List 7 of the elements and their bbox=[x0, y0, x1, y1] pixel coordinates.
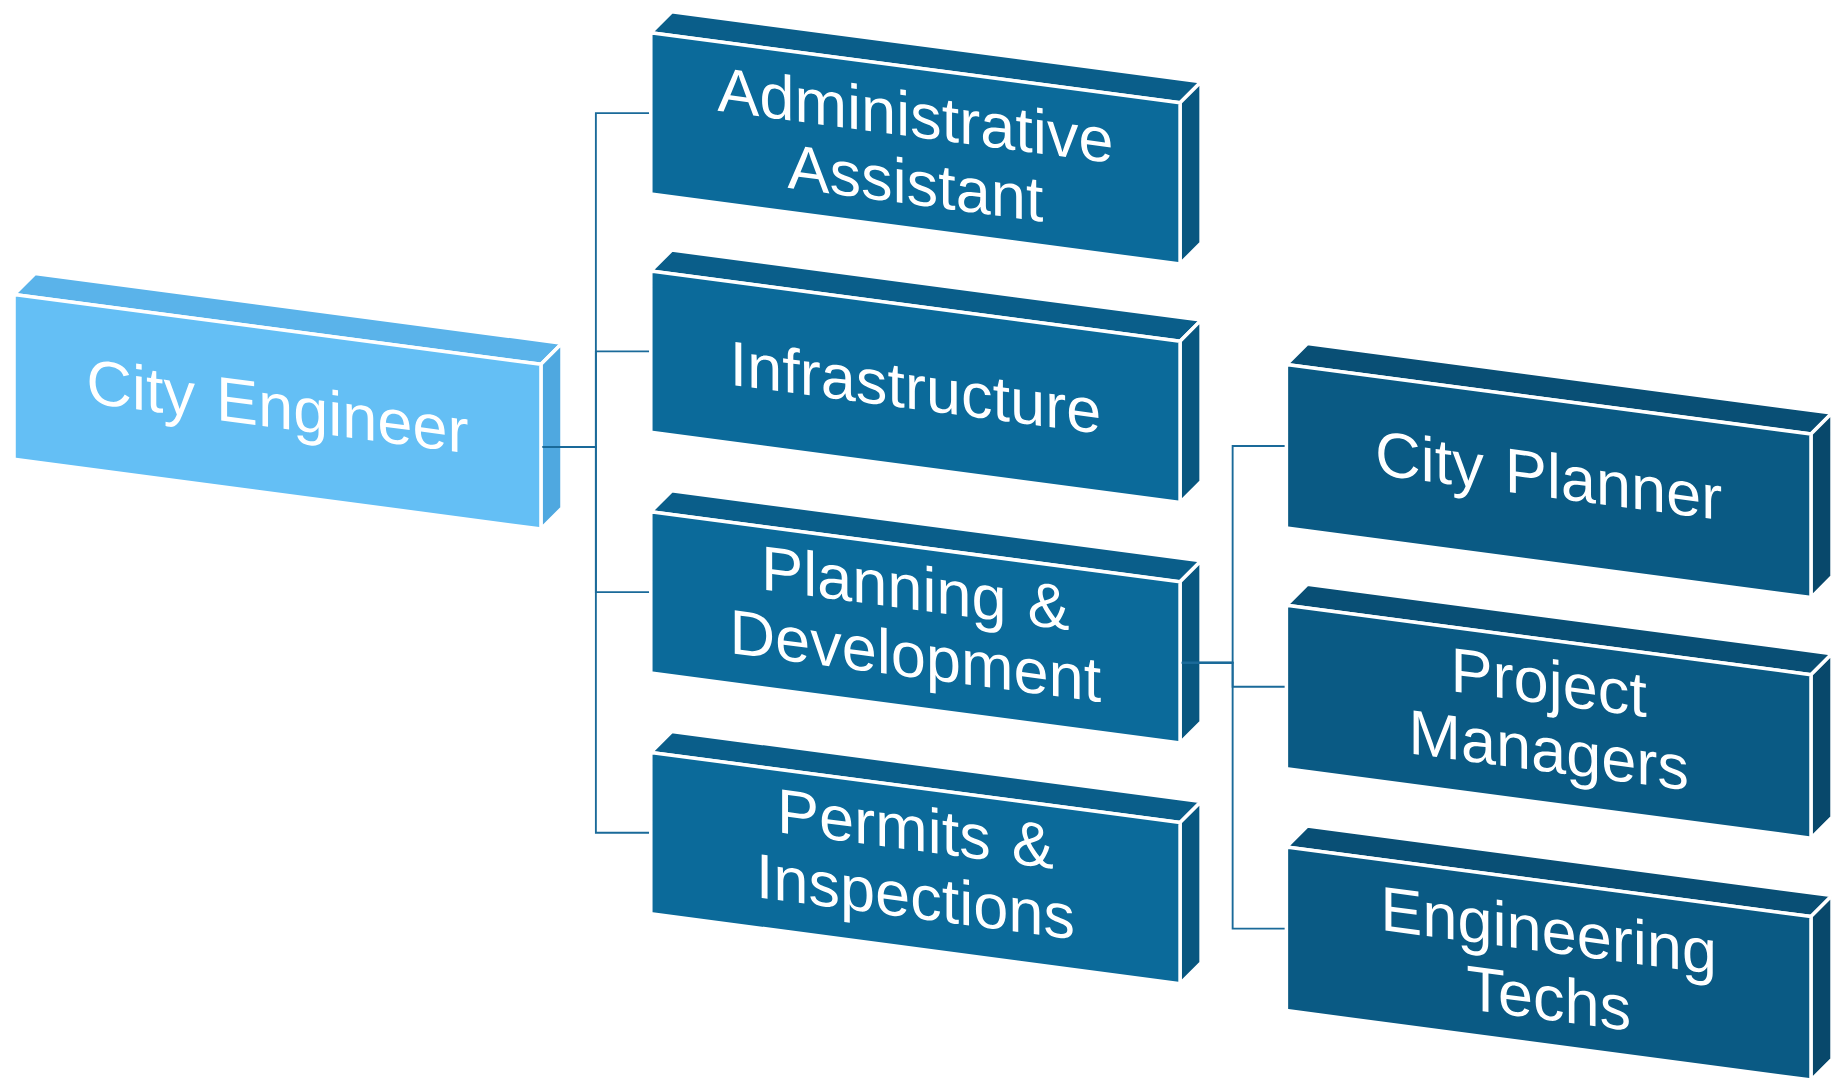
connector-line bbox=[1180, 661, 1286, 930]
org-box: Project Managers bbox=[1284, 582, 1832, 841]
org-box: Permits & Inspections bbox=[649, 729, 1203, 986]
org-box: City Engineer bbox=[12, 271, 564, 531]
org-box: City Planner bbox=[1284, 341, 1832, 600]
connector-line bbox=[541, 445, 650, 834]
org-box: Infrastructure bbox=[649, 248, 1203, 505]
